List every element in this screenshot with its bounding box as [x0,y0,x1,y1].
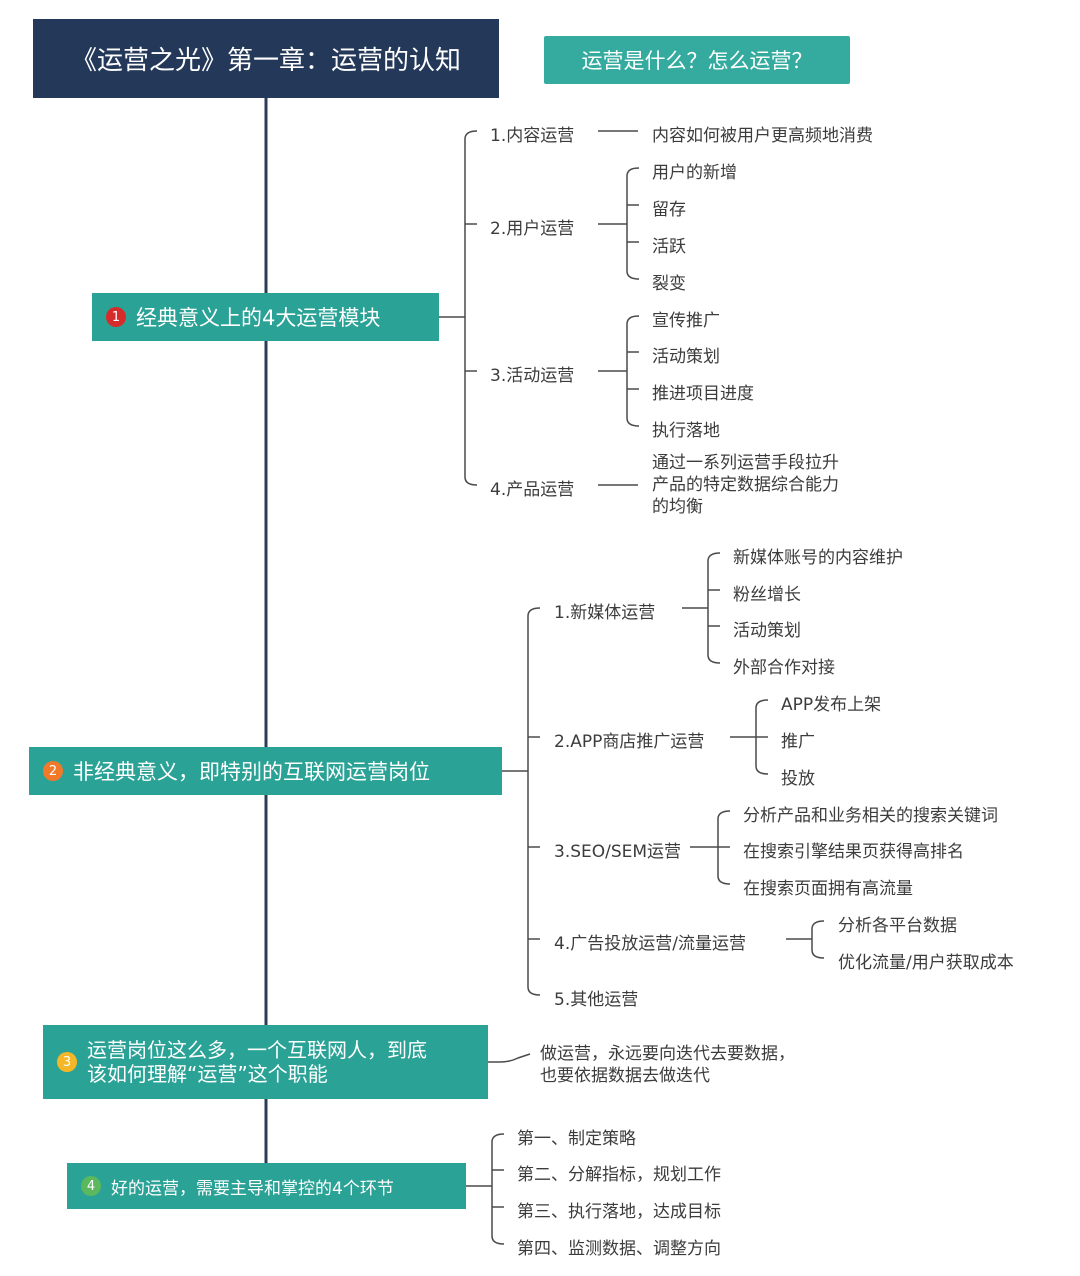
section-3-box: 3 运营岗位这么多，一个互联网人，到底该如何理解“运营”这个职能 [43,1025,488,1099]
section-2-badge: 2 [43,761,63,781]
s2-b1-bracket [707,552,721,664]
s4-branch-3: 第三、执行落地，达成目标 [517,1202,721,1222]
question-badge: 运营是什么？怎么运营？ [544,36,850,84]
s2-b4-bracket [811,920,825,959]
s1-bracket [464,130,478,486]
s2-branch-1-item: 粉丝增长 [733,585,801,605]
s3-link [488,1053,531,1063]
section-2-label: 非经典意义，即特别的互联网运营岗位 [73,760,430,784]
s2-branch-2-item: 投放 [781,769,815,789]
s1-branch-4-item: 通过一系列运营手段拉升产品的特定数据综合能力的均衡 [652,453,839,517]
s1-branch-2: 2.用户运营 [490,219,575,239]
s3-branch-1: 做运营，永远要向迭代去要数据，也要依据数据去做迭代 [540,1044,795,1086]
s4-branch-4: 第四、监测数据、调整方向 [517,1239,721,1259]
s1-branch-1: 1.内容运营 [490,126,575,146]
s1-branch-3-item: 执行落地 [652,421,720,441]
s1-branch-2-item: 留存 [652,200,686,220]
s1-branch-3-item: 推进项目进度 [652,384,754,404]
s2-branch-2-item: 推广 [781,732,815,752]
s2-branch-3-item: 在搜索引擎结果页获得高排名 [743,842,964,862]
s2-branch-4-item: 分析各平台数据 [838,916,957,936]
s1-branch-2-item: 活跃 [652,237,686,257]
s2-branch-1-item: 新媒体账号的内容维护 [733,548,903,568]
s1-branch-3-item: 宣传推广 [652,311,720,331]
s4-branch-1: 第一、制定策略 [517,1129,636,1149]
section-4-box: 4 好的运营，需要主导和掌控的4个环节 [67,1163,466,1209]
s2-bracket [527,607,541,996]
section-2-box: 2 非经典意义，即特别的互联网运营岗位 [29,747,502,795]
s4-bracket [491,1133,505,1245]
s2-branch-4: 4.广告投放运营/流量运营 [554,934,746,954]
section-4-badge: 4 [81,1176,101,1196]
s2-branch-2: 2.APP商店推广运营 [554,732,705,752]
section-3-label: 运营岗位这么多，一个互联网人，到底该如何理解“运营”这个职能 [87,1038,427,1086]
section-1-box: 1 经典意义上的4大运营模块 [92,293,439,341]
s1-branch-3-item: 活动策划 [652,347,720,367]
s2-branch-2-item: APP发布上架 [781,695,882,715]
s2-branch-3: 3.SEO/SEM运营 [554,842,682,862]
page-title: 《运营之光》第一章：运营的认知 [33,19,499,98]
s2-branch-1-item: 活动策划 [733,621,801,641]
s1-branch-3: 3.活动运营 [490,366,575,386]
s1-branch-1-item: 内容如何被用户更高频地消费 [652,126,873,146]
s1-b3-bracket [626,315,640,427]
s2-branch-1-item: 外部合作对接 [733,658,835,678]
section-4-label: 好的运营，需要主导和掌控的4个环节 [111,1178,394,1199]
s2-branch-4-item: 优化流量/用户获取成本 [838,953,1014,973]
s2-branch-5: 5.其他运营 [554,990,639,1010]
s2-branch-3-item: 在搜索页面拥有高流量 [743,879,913,899]
s1-branch-4: 4.产品运营 [490,480,575,500]
section-1-label: 经典意义上的4大运营模块 [136,306,381,330]
s2-branch-1: 1.新媒体运营 [554,603,656,623]
section-3-badge: 3 [57,1052,77,1072]
s1-branch-2-item: 裂变 [652,274,686,294]
s1-b2-bracket [626,167,640,280]
section-1-badge: 1 [106,307,126,327]
s4-branch-2: 第二、分解指标，规划工作 [517,1165,721,1185]
s1-branch-2-item: 用户的新增 [652,163,737,183]
s2-branch-3-item: 分析产品和业务相关的搜索关键词 [743,806,998,826]
